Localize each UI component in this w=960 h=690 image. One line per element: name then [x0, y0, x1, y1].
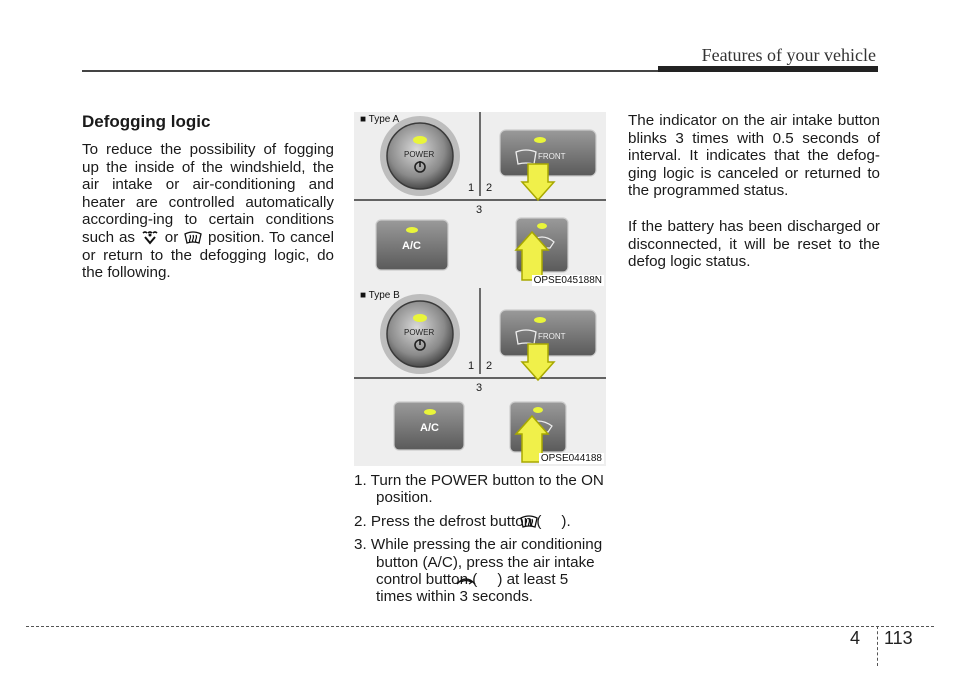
- figure-a-power-text: POWER: [404, 150, 435, 159]
- figure-b-num2: 2: [486, 360, 493, 372]
- step-2-text-after: ).: [561, 512, 571, 530]
- figure-a-num3: 3: [476, 204, 483, 216]
- right-paragraph-1: The indicator on the air intake button b…: [628, 112, 880, 200]
- right-paragraph-2: If the battery has been discharged or di…: [628, 217, 880, 271]
- intro-or: or: [164, 228, 179, 246]
- figure-type-a: ■ Type A POWER FRONT A/C 1 2 3 OPSE04518…: [354, 112, 606, 288]
- right-column: The indicator on the air intake button b…: [628, 112, 880, 271]
- figure-b-illustration: [354, 288, 606, 463]
- defrost-icon: [520, 514, 561, 530]
- footer-rule: [26, 626, 934, 627]
- figure-a-code: OPSE045188N: [531, 275, 604, 286]
- header-rule-thick: [658, 66, 878, 72]
- figure-b-front-text: FRONT: [538, 332, 566, 341]
- step-3: 3. While pressing the air conditioning b…: [354, 536, 606, 606]
- air-intake-icon: [456, 572, 497, 588]
- page-number: 113: [884, 628, 913, 648]
- chapter-number: 4: [850, 628, 861, 648]
- step-3-text-after: ) at least 5 times within 3 seconds.: [376, 571, 569, 606]
- step-2: 2. Press the defrost button ().: [354, 513, 606, 530]
- header-rule: [82, 70, 662, 72]
- header-title: Features of your vehicle: [701, 45, 876, 65]
- figure-b-num3: 3: [476, 382, 483, 394]
- step-1-text: 1. Turn the POWER button to the ON posit…: [354, 472, 604, 507]
- figure-a-illustration: [354, 112, 606, 281]
- defrost-icon: [183, 230, 203, 246]
- step-2-text-before: 2. Press the defrost button (: [354, 512, 542, 530]
- figure-b-power-text: POWER: [404, 328, 435, 337]
- step-3-text-before: 3. While pressing the air conditioning b…: [354, 536, 603, 589]
- intro-paragraph: To reduce the possibility of fogging up …: [82, 141, 334, 282]
- section-title: Defogging logic: [82, 112, 211, 131]
- left-column: Defogging logic To reduce the possibilit…: [82, 112, 334, 282]
- figure-type-b: ■ Type B POWER FRONT A/C 1 2 3 OPSE04418…: [354, 288, 606, 466]
- figure-a-num1: 1: [468, 182, 475, 194]
- step-1: 1. Turn the POWER button to the ON posit…: [354, 472, 606, 507]
- intro-text-2: position. To cancel or return to the def…: [82, 228, 334, 282]
- figure-a-num2: 2: [486, 182, 493, 194]
- figure-b-label: ■ Type B: [360, 290, 400, 301]
- defrost-foot-icon: [140, 230, 160, 246]
- figure-a-ac-text: A/C: [402, 240, 421, 252]
- intro-text-1: To reduce the possibility of fogging up …: [82, 141, 334, 246]
- figure-b-code: OPSE044188: [538, 453, 604, 464]
- steps-list: 1. Turn the POWER button to the ON posit…: [354, 472, 606, 612]
- figure-a-front-text: FRONT: [538, 152, 566, 161]
- figure-b-num1: 1: [468, 360, 475, 372]
- footer-divider: [877, 626, 878, 666]
- figure-b-ac-text: A/C: [420, 422, 439, 434]
- figure-a-label: ■ Type A: [360, 114, 400, 125]
